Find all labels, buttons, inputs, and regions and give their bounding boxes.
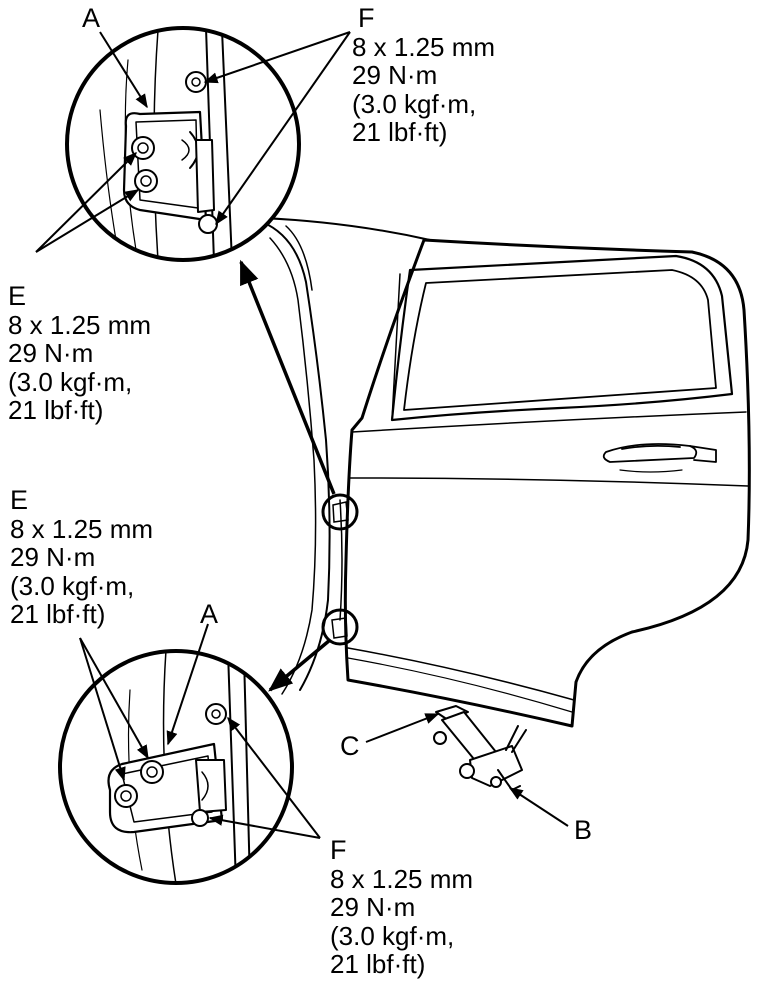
callout-e-top-line-4: 21 lbf·ft) (8, 395, 104, 425)
window-belt-line (351, 411, 747, 433)
leader-a-top (99, 31, 148, 109)
lower-bolt-e-2 (140, 760, 164, 784)
upper-bolt-e-1 (131, 136, 155, 160)
door-b-pillar-trim (391, 273, 401, 421)
zoom-arrow-upper (239, 259, 336, 495)
label-c: C (340, 731, 360, 761)
hinge-location-lower (321, 608, 359, 646)
leader-f-bottom-1 (227, 716, 321, 839)
window-glass (403, 269, 717, 411)
callout-f-top-line-2: 29 N·m (352, 60, 438, 90)
leader-e-top-1 (35, 152, 137, 253)
callout-e-top: E 8 x 1.25 mm 29 N·m (3.0 kgf·m, 21 lbf·… (8, 282, 151, 425)
callout-e-bottom-letter: E (10, 485, 29, 515)
leader-c (365, 713, 440, 743)
lower-bolt-f-2 (191, 809, 209, 827)
detail-lower-hinge (58, 649, 294, 885)
callout-e-top-line-1: 8 x 1.25 mm (8, 309, 152, 340)
door-lower-line-2 (347, 657, 573, 713)
door-opening-pillar (285, 225, 313, 291)
upper-bolt-e-2 (134, 169, 158, 193)
door-lower-line-1 (347, 647, 575, 701)
rear-door (339, 238, 751, 728)
label-a-bottom: A (200, 599, 219, 629)
jack-handle (505, 725, 527, 753)
callout-f-top-letter: F (358, 3, 375, 33)
jack-pad (435, 705, 469, 721)
door-character-line (349, 477, 749, 487)
callout-e-bottom-line-4: 21 lbf·ft) (10, 599, 106, 629)
body-roof-line (261, 217, 431, 241)
callout-e-bottom-line-3: (3.0 kgf·m, (10, 570, 135, 601)
jack-wheel-front (433, 731, 447, 745)
leader-e-top-2 (35, 189, 140, 253)
leader-f-bottom-2 (208, 814, 321, 839)
callout-f-bottom-line-3: (3.0 kgf·m, (330, 920, 455, 951)
upper-bolt-f-1 (185, 71, 207, 93)
detail-upper-hinge (65, 26, 301, 262)
callout-e-top-line-3: (3.0 kgf·m, (8, 366, 133, 397)
floor-jack (433, 705, 527, 791)
lower-bolt-f-1 (205, 703, 227, 725)
door-hinge-edge (339, 499, 343, 621)
callout-f-bottom: F 8 x 1.25 mm 29 N·m (3.0 kgf·m, 21 lbf·… (330, 836, 473, 979)
callout-f-bottom-line-1: 8 x 1.25 mm (330, 863, 474, 894)
leader-b (508, 787, 569, 827)
leader-f-top-2 (215, 31, 351, 226)
label-a-top: A (82, 3, 101, 33)
leader-lines (35, 31, 569, 839)
door-opening-inner (269, 237, 317, 695)
leader-e-bottom-2 (79, 637, 149, 760)
callout-e-top-line-2: 29 N·m (8, 338, 94, 368)
callout-e-bottom: E 8 x 1.25 mm 29 N·m (3.0 kgf·m, 21 lbf·… (10, 486, 153, 629)
callout-e-bottom-line-1: 8 x 1.25 mm (10, 513, 154, 544)
callout-f-bottom-letter: F (330, 835, 347, 865)
jack-wheel-rear (459, 763, 475, 779)
upper-bolt-f-2 (198, 214, 218, 234)
callout-f-bottom-line-4: 21 lbf·ft) (330, 949, 426, 979)
callout-f-bottom-line-2: 29 N·m (330, 892, 416, 922)
label-b: B (574, 815, 593, 845)
zoom-arrow-lower (268, 638, 332, 692)
leader-e-bottom-1 (79, 637, 126, 782)
callout-e-bottom-line-2: 29 N·m (10, 542, 96, 572)
lower-bolt-e-1 (114, 784, 138, 808)
door-outline (343, 238, 751, 728)
callout-e-top-letter: E (8, 281, 27, 311)
leader-f-top-1 (203, 31, 351, 84)
callout-f-top: F 8 x 1.25 mm 29 N·m (3.0 kgf·m, 21 lbf·… (352, 4, 495, 147)
callout-f-top-line-3: (3.0 kgf·m, (352, 88, 477, 119)
hinge-location-upper (321, 493, 359, 531)
door-handle (602, 443, 717, 473)
callout-f-top-line-4: 21 lbf·ft) (352, 117, 448, 147)
callout-f-top-line-1: 8 x 1.25 mm (352, 31, 496, 62)
leader-a-bottom (166, 623, 209, 746)
window-frame-outer (390, 254, 734, 422)
